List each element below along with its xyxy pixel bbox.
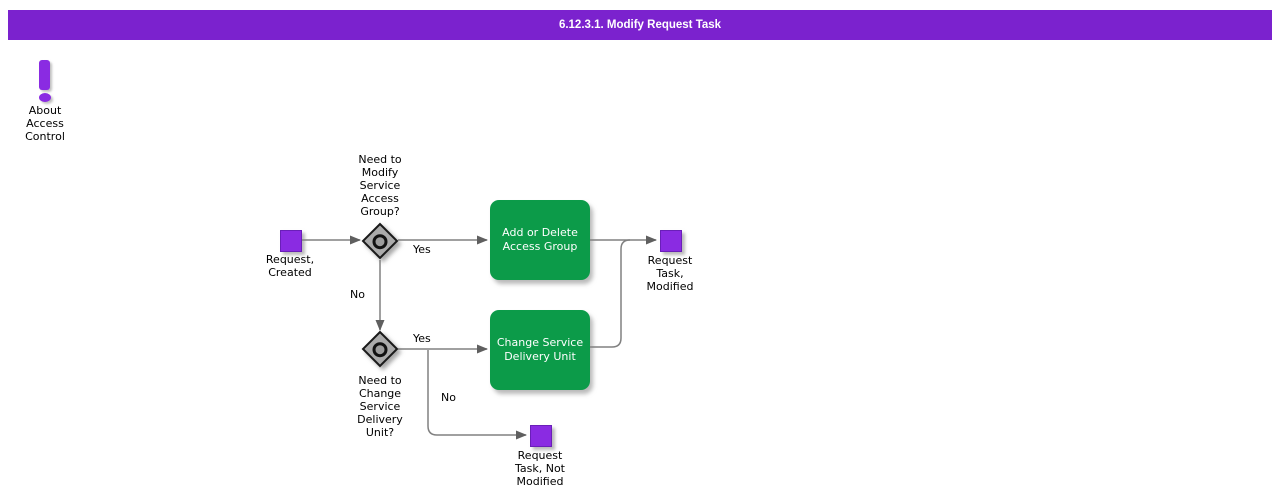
exclamation-icon-dot[interactable]	[39, 93, 51, 102]
diagram-title-bar: 6.12.3.1. Modify Request Task	[8, 10, 1272, 40]
decision2-diamond	[361, 330, 399, 368]
decision2-question-label: Need to Change Service Delivery Unit?	[357, 374, 403, 439]
end-event-modified-node	[660, 230, 682, 252]
end-event-not-modified-node	[530, 425, 552, 447]
decision1-yes-label: Yes	[413, 243, 431, 256]
decision2-circle-icon	[369, 338, 391, 360]
decision2-no-label: No	[441, 391, 456, 404]
task-change-service-delivery-unit[interactable]: Change Service Delivery Unit	[490, 310, 590, 390]
task-add-or-delete-access-group[interactable]: Add or Delete Access Group	[490, 200, 590, 280]
end-event-modified-label: Request Task, Modified	[646, 254, 694, 293]
decision1-question-label: Need to Modify Service Access Group?	[358, 153, 402, 218]
about-access-control-label[interactable]: About Access Control	[25, 104, 65, 143]
start-event-label: Request, Created	[265, 253, 315, 279]
exclamation-icon[interactable]	[39, 60, 50, 90]
decision2-yes-label: Yes	[413, 332, 431, 345]
start-event-node	[280, 230, 302, 252]
end-event-not-modified-label: Request Task, Not Modified	[514, 449, 565, 488]
page-title: 6.12.3.1. Modify Request Task	[558, 19, 722, 31]
edge-task2-to-end	[590, 239, 631, 348]
decision1-circle-icon	[369, 230, 391, 252]
edge-decision2-no	[427, 350, 527, 440]
decision1-diamond	[361, 222, 399, 260]
decision1-no-label: No	[350, 288, 365, 301]
